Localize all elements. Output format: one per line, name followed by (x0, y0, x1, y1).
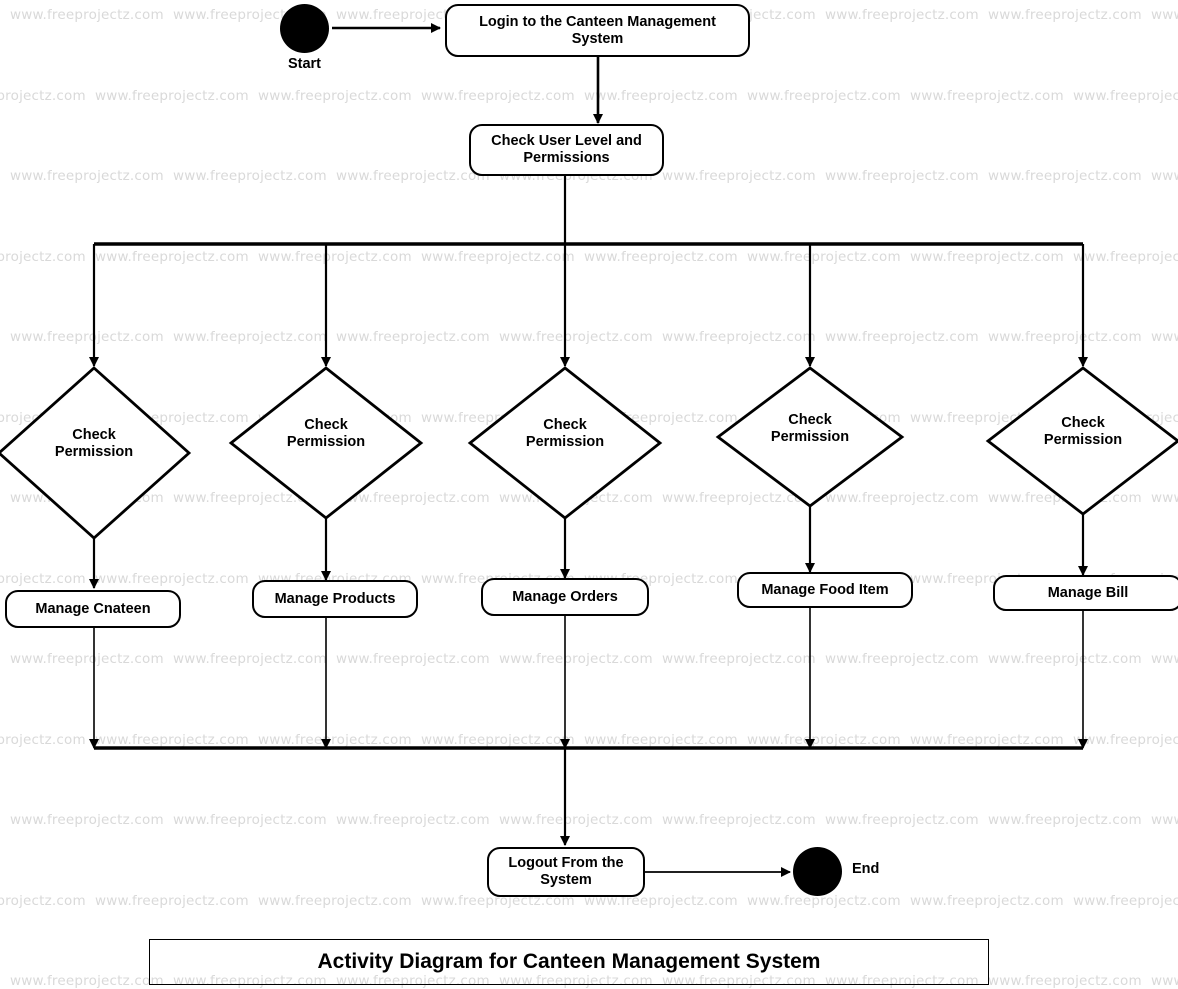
start-node-label: Start (287, 56, 322, 72)
activity-check-user-level[interactable]: Check User Level and Permissions (469, 124, 664, 176)
activity-manage-bill[interactable]: Manage Bill (993, 575, 1178, 611)
diagram-title: Activity Diagram for Canteen Management … (317, 950, 821, 973)
end-node (793, 847, 842, 896)
end-node-label: End (852, 861, 880, 877)
activity-logout[interactable]: Logout From the System (487, 847, 645, 897)
activity-manage-food-item[interactable]: Manage Food Item (737, 572, 913, 608)
activity-manage-products[interactable]: Manage Products (252, 580, 418, 618)
activity-manage-canteen[interactable]: Manage Cnateen (5, 590, 181, 628)
start-node (280, 4, 329, 53)
diagram-title-bar: Activity Diagram for Canteen Management … (149, 939, 989, 985)
activity-login[interactable]: Login to the Canteen Management System (445, 4, 750, 57)
activity-manage-orders[interactable]: Manage Orders (481, 578, 649, 616)
